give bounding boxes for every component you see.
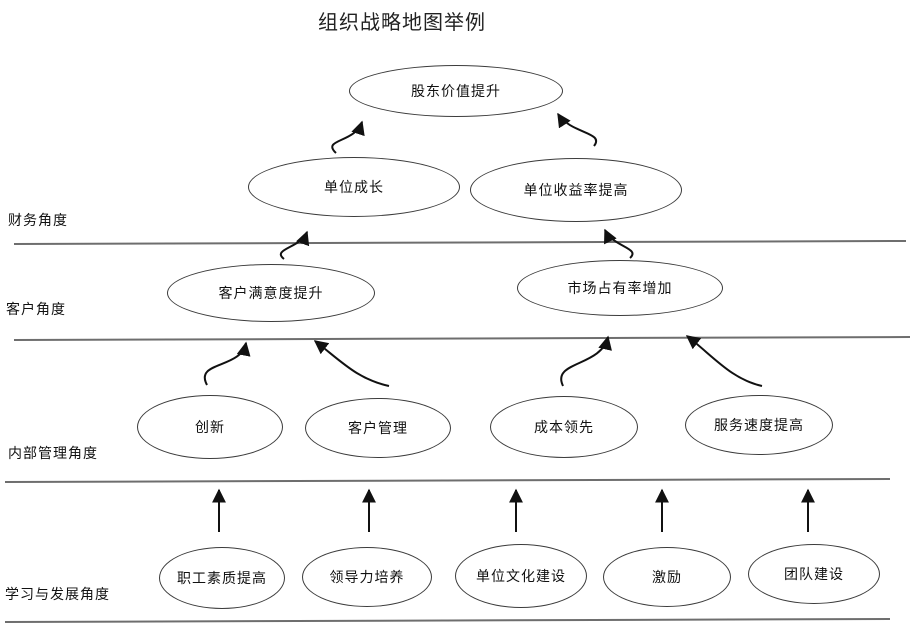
node-label: 服务速度提高 [714, 417, 804, 433]
arrow-unit-profit-to-shareholder [557, 112, 598, 147]
perspective-label-customer: 客户角度 [6, 301, 66, 317]
node-unit-growth: 单位成长 [248, 157, 460, 217]
perspective-label-internal: 内部管理角度 [8, 445, 98, 461]
divider-bottom [4, 618, 891, 623]
node-label: 单位收益率提高 [523, 182, 629, 198]
node-staff-quality: 职工素质提高 [159, 547, 285, 609]
node-label: 客户满意度提升 [218, 285, 324, 301]
page-title: 组织战略地图举例 [318, 12, 486, 34]
divider-finance-customer [13, 240, 907, 245]
node-label: 市场占有率增加 [567, 280, 673, 296]
node-leadership-training: 领导力培养 [302, 547, 432, 607]
node-service-speed: 服务速度提高 [685, 395, 833, 455]
node-label: 激励 [652, 569, 682, 585]
divider-customer-internal [13, 336, 911, 341]
arrow-cost-to-market-share [560, 335, 612, 387]
node-shareholder-value: 股东价值提升 [349, 65, 563, 117]
arrow-service-to-market-share [685, 335, 763, 387]
perspective-label-learning: 学习与发展角度 [5, 586, 110, 602]
node-label: 股东价值提升 [411, 83, 501, 99]
arrow-unit-growth-to-shareholder [331, 120, 365, 154]
node-incentive: 激励 [603, 547, 731, 607]
node-label: 成本领先 [534, 419, 594, 435]
node-label: 职工素质提高 [177, 570, 267, 586]
node-label: 领导力培养 [329, 569, 405, 585]
node-label: 单位成长 [324, 179, 384, 195]
node-label: 单位文化建设 [476, 568, 566, 584]
node-innovation: 创新 [137, 395, 283, 459]
node-label: 创新 [195, 419, 225, 435]
arrow-innovation-to-satisfaction [203, 341, 251, 386]
node-cost-leadership: 成本领先 [490, 396, 638, 458]
node-label: 团队建设 [784, 566, 844, 582]
node-market-share: 市场占有率增加 [517, 260, 723, 316]
node-unit-profit-rate: 单位收益率提高 [470, 158, 682, 222]
node-team-building: 团队建设 [748, 544, 880, 604]
arrow-market-share-to-profit [604, 228, 634, 259]
node-customer-satisfaction: 客户满意度提升 [167, 264, 375, 322]
node-label: 客户管理 [348, 420, 408, 436]
node-culture-building: 单位文化建设 [455, 544, 587, 608]
arrow-customer-mgmt-to-satisfaction [313, 340, 390, 387]
perspective-label-finance: 财务角度 [8, 212, 68, 228]
divider-internal-learning [4, 478, 891, 483]
node-customer-management: 客户管理 [305, 398, 451, 458]
arrow-satisfaction-to-growth [280, 230, 310, 260]
